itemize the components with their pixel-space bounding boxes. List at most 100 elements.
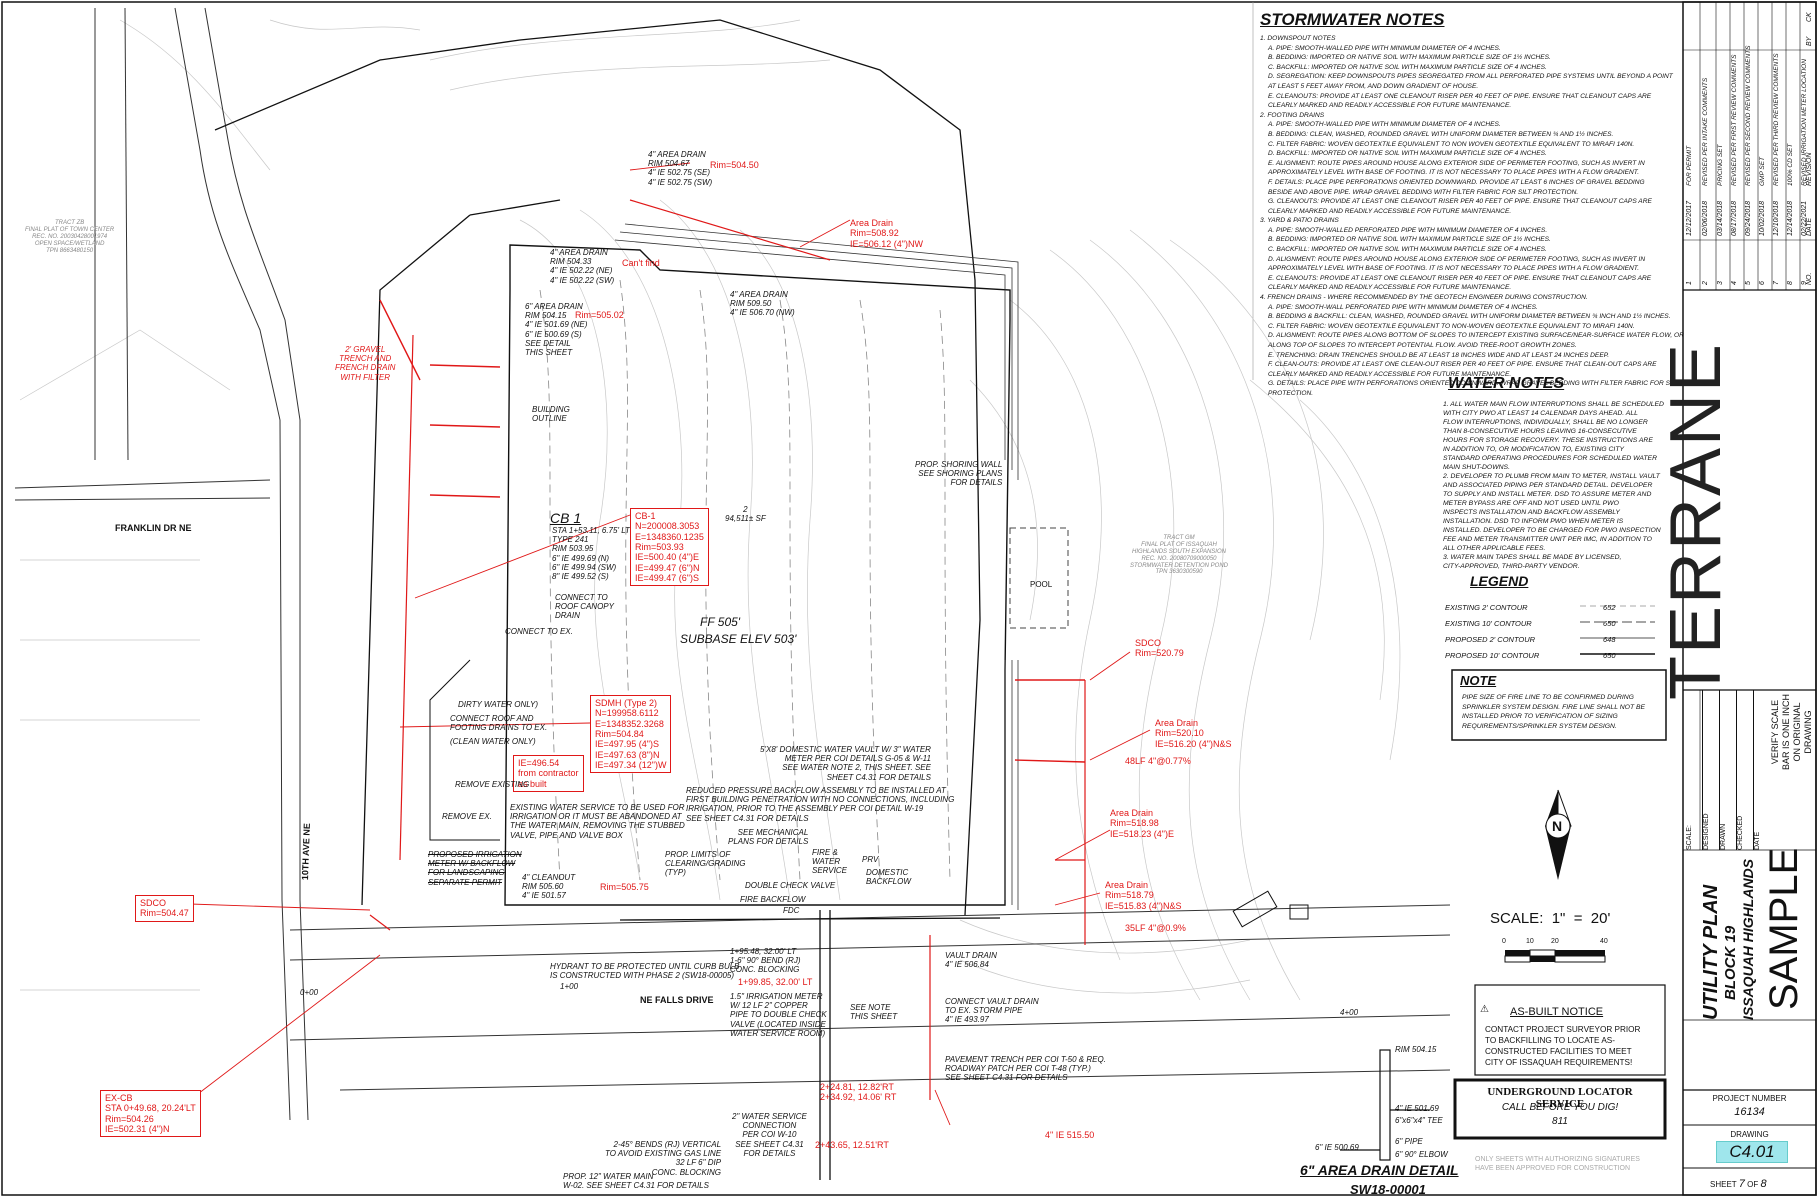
water-note-line: 2. DEVELOPER TO PLUMB FROM MAIN TO METER… [1443, 473, 1660, 480]
stormwater-note-line: B. BEDDING: IMPORTED OR NATIVE SOIL WITH… [1268, 54, 1551, 62]
vault-drain-label: VAULT DRAIN 4" IE 506.84 [945, 951, 997, 970]
stormwater-note-line: D. ALIGNMENT: ROUTE PIPES AROUND HOUSE A… [1268, 255, 1646, 263]
project-number-label: PROJECT NUMBER [1712, 1094, 1787, 1103]
hydrant-note: HYDRANT TO BE PROTECTED UNTIL CURB BULB … [550, 962, 740, 981]
stormwater-note-line: D. BACKFILL: IMPORTED OR NATIVE SOIL WIT… [1268, 150, 1547, 158]
asbuilt-box [1474, 984, 1666, 1076]
stormwater-note-line: B. BEDDING: IMPORTED OR NATIVE SOIL WITH… [1268, 236, 1551, 244]
pavement-trench-note: PAVEMENT TRENCH PER COI T-50 & REQ. ROAD… [945, 1055, 1106, 1083]
stormwater-note-line: E. TRENCHING: DRAIN TRENCHES SHOULD BE A… [1268, 351, 1610, 359]
legend-lines [1580, 605, 1655, 655]
cb1-asbuilt: CB-1 N=200008.3053 E=1348360.1235 Rim=50… [630, 508, 709, 587]
asbuilt-warning-icon: ⚠ [1480, 1004, 1489, 1015]
scale-tick: 0 [1502, 938, 1506, 945]
detail-label: 6" PIPE [1395, 1137, 1423, 1146]
stormwater-note-line: 4. FRENCH DRAINS - WHERE RECOMMENDED BY … [1260, 294, 1588, 302]
north-arrow-icon: N [1545, 789, 1572, 880]
gravel-trench-note: 2' GRAVEL TRENCH AND FRENCH DRAIN WITH F… [335, 345, 396, 382]
revision-header-no: NO. [1806, 272, 1813, 285]
fdc-label: FDC [783, 906, 800, 915]
lf35: 35LF 4"@0.9% [1125, 923, 1186, 933]
domestic-backflow-label: DOMESTIC BACKFLOW [866, 868, 911, 887]
area-drain-r3: Area Drain Rim=518.79 IE=515.83 (4")N&S [1105, 880, 1182, 911]
water-note-line: HOURS FOR STORAGE RECOVERY. THESE INSTRU… [1443, 437, 1653, 444]
field-scale: SCALE: [1686, 690, 1703, 850]
stormwater-note-line: CLEARLY MARKED AND READILY ACCESSIBLE FO… [1268, 207, 1512, 215]
revision-no: 3 [1717, 281, 1724, 285]
scale-bar [1504, 949, 1606, 963]
ex-cb: EX-CB STA 0+49.68, 20.24'LT Rim=504.26 I… [100, 1090, 201, 1138]
revision-text: FOR PERMIT [1686, 145, 1693, 186]
water-note-line: THAN 8-CONSECUTIVE HOURS LEAVING 16-CONS… [1443, 428, 1637, 435]
stormwater-note-line: D. SEGREGATION: KEEP DOWNSPOUTS PIPES SE… [1268, 73, 1673, 81]
revision-date: 03/14/2018 [1717, 200, 1724, 236]
scale-tick: 20 [1551, 938, 1559, 945]
proposed-contours [539, 279, 951, 881]
tract-zb: TRACT ZB FINAL PLAT OF TOWN CENTER REC. … [25, 220, 115, 254]
stormwater-note-line: CLEARLY MARKED AND READILY ACCESSIBLE FO… [1268, 370, 1512, 378]
stormwater-note-line: E. CLEANOUTS: PROVIDE AT LEAST ONE CLEAN… [1268, 92, 1652, 100]
stormwater-note-line: 1. DOWNSPOUT NOTES [1260, 35, 1336, 42]
street-10th: 10TH AVE NE [300, 823, 312, 881]
revision-date: 09/24/2018 [1745, 200, 1752, 236]
revision-date: 08/17/2018 [1731, 200, 1738, 236]
existing-water-note: EXISTING WATER SERVICE TO BE USED FOR IR… [510, 803, 685, 840]
scale-tick: 10 [1526, 938, 1534, 945]
asbuilt-text: CONTACT PROJECT SURVEYOR PRIOR TO BACKFI… [1485, 1025, 1641, 1067]
sdco-right: SDCO Rim=520.79 [1135, 638, 1184, 659]
remove-ex-label: REMOVE EX. [442, 812, 492, 821]
proposed-irrigation-struck: PROPOSED IRRIGATION METER W/ BACKFLOW FO… [428, 850, 522, 887]
note-text: PIPE SIZE OF FIRE LINE TO BE CONFIRMED D… [1462, 694, 1646, 730]
water-notes-body: 1. ALL WATER MAIN FLOW INTERRUPTIONS SHA… [1443, 400, 1664, 571]
field-designed: DESIGNED [1703, 690, 1720, 850]
cb1-title: CB 1 [550, 510, 582, 526]
sdmh-asbuilt: SDMH (Type 2) N=199958.6112 E=1348352.32… [590, 695, 672, 774]
locator-number: 811 [1552, 1116, 1568, 1127]
sample-stamp: SAMPLE [1762, 847, 1806, 1010]
water-note-line: ALL OTHER APPLICABLE FEES. [1443, 545, 1546, 552]
rim-top: Rim=504.50 [710, 160, 759, 170]
stormwater-note-line: A. PIPE: SMOOTH-WALLED PIPE WITH MINIMUM… [1268, 121, 1501, 129]
stormwater-note-line: 2. FOOTING DRAINS [1260, 111, 1325, 119]
station-0: 0+00 [300, 988, 319, 997]
sheet-info: SHEET 7 OF 8 [1710, 1178, 1767, 1190]
revision-text: REVISED PER INTAKE COMMENTS [1702, 77, 1709, 186]
permit-number: SW18-00001 [1350, 1182, 1426, 1197]
water-note-line: STANDARD OPERATING PROCEDURES FOR SCHEDU… [1443, 455, 1657, 462]
storm-pipes [369, 199, 1086, 1100]
revision-text: PRICING SET [1717, 144, 1724, 186]
double-check-label: DOUBLE CHECK VALVE [745, 881, 836, 890]
stormwater-notes-body: 1. DOWNSPOUT NOTES A. PIPE: SMOOTH-WALLED… [1260, 34, 1684, 399]
tract-gm: TRACT GM FINAL PLAT OF ISSAQUAH HIGHLAND… [1130, 535, 1229, 576]
stormwater-note-line: G. CLEANOUTS: PROVIDE AT LEAST ONE CLEAN… [1268, 198, 1652, 206]
fire-backflow-label: FIRE BACKFLOW [740, 895, 806, 904]
stormwater-note-line: 3. YARD & PATIO DRAINS [1260, 217, 1339, 225]
drawing-number: C4.01 [1716, 1141, 1788, 1163]
water-note-line: INSPECTS INSTALLATION AND BACKFLOW ASSEM… [1443, 509, 1620, 516]
backflow-note: REDUCED PRESSURE BACKFLOW ASSEMBLY TO BE… [686, 786, 955, 823]
stormwater-note-line: CLEARLY MARKED AND READILY ACCESSIBLE FO… [1268, 284, 1512, 292]
station-1: 1+00 [560, 982, 579, 991]
revision-no: 4 [1731, 281, 1738, 285]
ie-515: 4" IE 515.50 [1045, 1130, 1095, 1140]
asbuilt-title: AS-BUILT NOTICE [1510, 1006, 1604, 1018]
area-drain-top: Area Drain Rim=508.92 IE=506.12 (4")NW [850, 218, 923, 249]
area-drain-4-left: 4" AREA DRAIN RIM 504.33 4" IE 502.22 (N… [550, 248, 615, 285]
field-checked: CHECKED [1737, 690, 1754, 850]
detail-label: 6" 90° ELBOW [1395, 1150, 1448, 1159]
shoring-wall [614, 223, 1019, 910]
revision-header-rev: REVISION [1806, 152, 1813, 186]
remove-existing-label: REMOVE EXISTING [455, 780, 530, 789]
revision-header-by: BY [1806, 36, 1813, 46]
detail-label: 6" IE 500.69 [1315, 1143, 1359, 1152]
plan-subtitle-1: BLOCK 19 [1722, 925, 1739, 1000]
cb1-details: STA 1+53.11, 6.75' LT TYPE 241 RIM 503.9… [552, 526, 630, 581]
detail-label: RIM 504.15 [1395, 1045, 1437, 1054]
scale-tick: 40 [1600, 938, 1608, 945]
drawing-label: DRAWING [1730, 1130, 1769, 1139]
mechanical-note: SEE MECHANICAL PLANS FOR DETAILS [728, 828, 809, 847]
finished-floor: FF 505' [700, 615, 741, 629]
revision-text: REVISED PER THIRD REVIEW COMMENTS [1773, 53, 1780, 186]
